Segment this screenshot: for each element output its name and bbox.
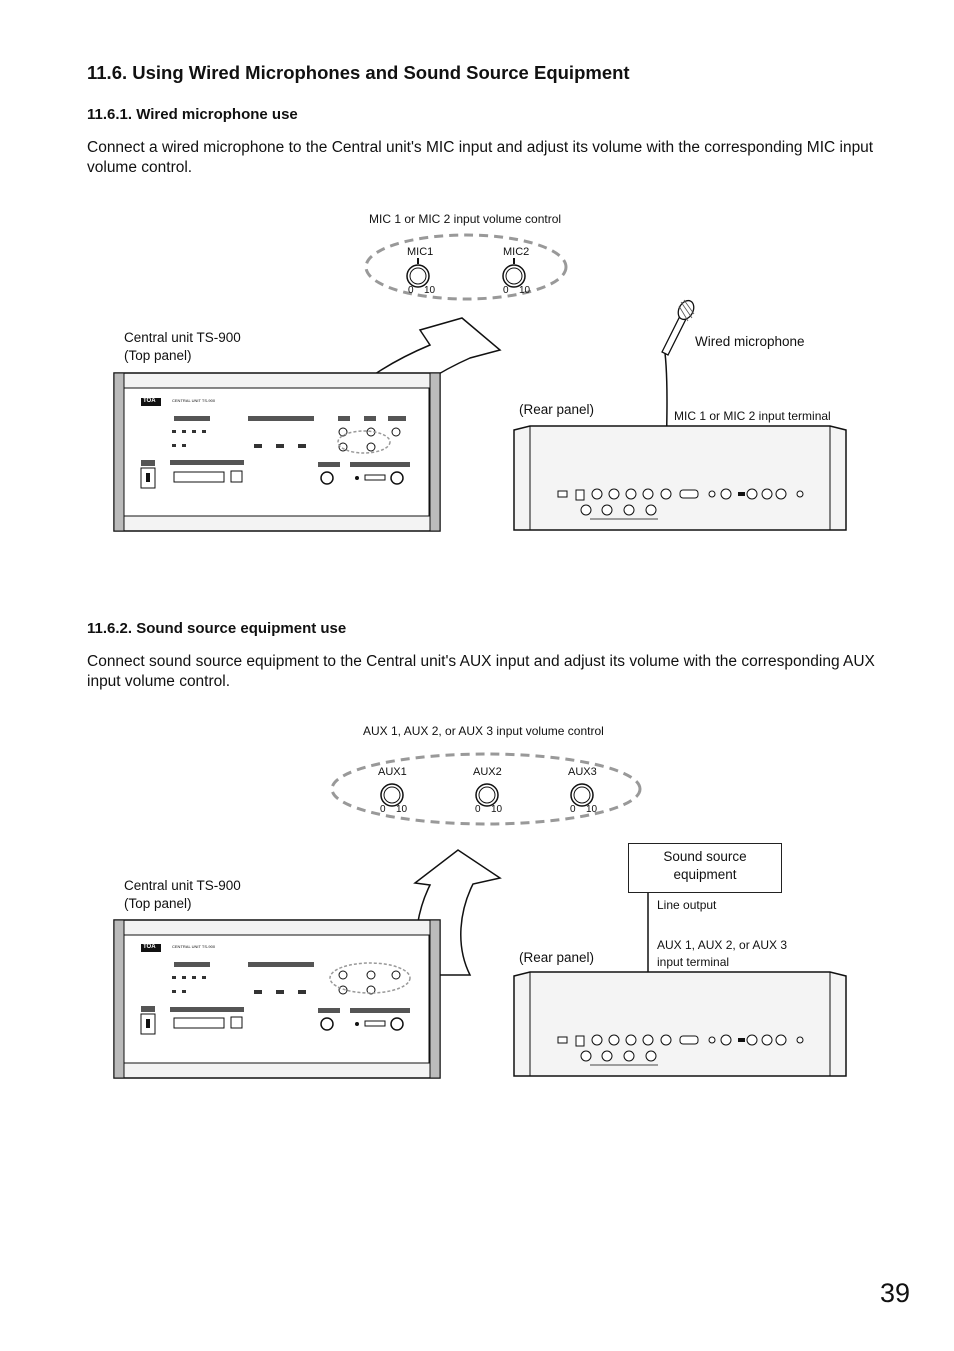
aux2-scale-max: 10 <box>491 804 503 815</box>
sound-source-line-2: equipment <box>673 867 737 882</box>
aux-callout-label: AUX 1, AUX 2, or AUX 3 input volume cont… <box>363 724 604 738</box>
rear-panel-1 <box>513 425 847 531</box>
aux1-scale-max: 10 <box>396 804 408 815</box>
aux3-scale-min: 0 <box>570 804 576 815</box>
aux1-scale-min: 0 <box>380 804 386 815</box>
aux3-scale-max: 10 <box>586 804 598 815</box>
central-unit-top-panel-2 <box>113 919 441 1079</box>
line-output-label: Line output <box>657 898 717 912</box>
aux3-knob <box>570 783 594 807</box>
wired-microphone-label: Wired microphone <box>695 334 805 349</box>
central-unit-label-2b: (Top panel) <box>124 896 192 911</box>
mic2-scale-min: 0 <box>503 285 509 296</box>
panel-model-2: CENTRAL UNIT TS-900 <box>172 944 216 949</box>
page-heading: 11.6. Using Wired Microphones and Sound … <box>87 62 630 83</box>
mic2-knob <box>502 258 526 288</box>
central-unit-label-2a: Central unit TS-900 <box>124 878 241 893</box>
aux3-label: AUX3 <box>568 766 597 778</box>
aux-terminal-label-a: AUX 1, AUX 2, or AUX 3 <box>657 938 788 952</box>
section-body-sound-source: Connect sound source equipment to the Ce… <box>87 653 875 690</box>
section-title-wired-mic: 11.6.1. Wired microphone use <box>87 106 298 123</box>
mic1-label: MIC1 <box>407 246 434 258</box>
aux-terminal-label-b: input terminal <box>657 955 730 969</box>
mic2-label: MIC2 <box>503 246 530 258</box>
sound-source-line-1: Sound source <box>663 849 747 864</box>
rear-panel-label-2: (Rear panel) <box>519 950 595 965</box>
panel-model-1: CENTRAL UNIT TS-900 <box>172 398 216 403</box>
rear-panel-label-1: (Rear panel) <box>519 402 595 417</box>
sound-source-box: Sound source equipment <box>628 843 782 893</box>
panel-brand-1: TOA <box>143 398 156 404</box>
aux2-scale-min: 0 <box>475 804 481 815</box>
rear-panel-2 <box>513 971 847 1077</box>
section-body-wired-mic: Connect a wired microphone to the Centra… <box>87 139 874 176</box>
page-number: 39 <box>879 1278 910 1308</box>
section-title-sound-source: 11.6.2. Sound source equipment use <box>87 620 347 637</box>
aux2-knob <box>475 783 499 807</box>
mic1-scale-max: 10 <box>424 285 436 296</box>
aux1-label: AUX1 <box>378 766 407 778</box>
panel-brand-2: TOA <box>143 944 156 950</box>
mic1-knob <box>406 258 430 288</box>
mic2-scale-max: 10 <box>519 285 531 296</box>
mic-callout-label: MIC 1 or MIC 2 input volume control <box>369 212 562 226</box>
aux2-label: AUX2 <box>473 766 502 778</box>
central-unit-label-1a: Central unit TS-900 <box>124 330 241 345</box>
mic-control-callout-ellipse <box>364 233 568 301</box>
central-unit-top-panel-1 <box>113 372 441 532</box>
aux-control-callout-ellipse <box>330 752 642 826</box>
mic1-scale-min: 0 <box>408 285 414 296</box>
central-unit-label-1b: (Top panel) <box>124 348 192 363</box>
aux1-knob <box>380 783 404 807</box>
mic-terminal-label: MIC 1 or MIC 2 input terminal <box>674 409 831 423</box>
